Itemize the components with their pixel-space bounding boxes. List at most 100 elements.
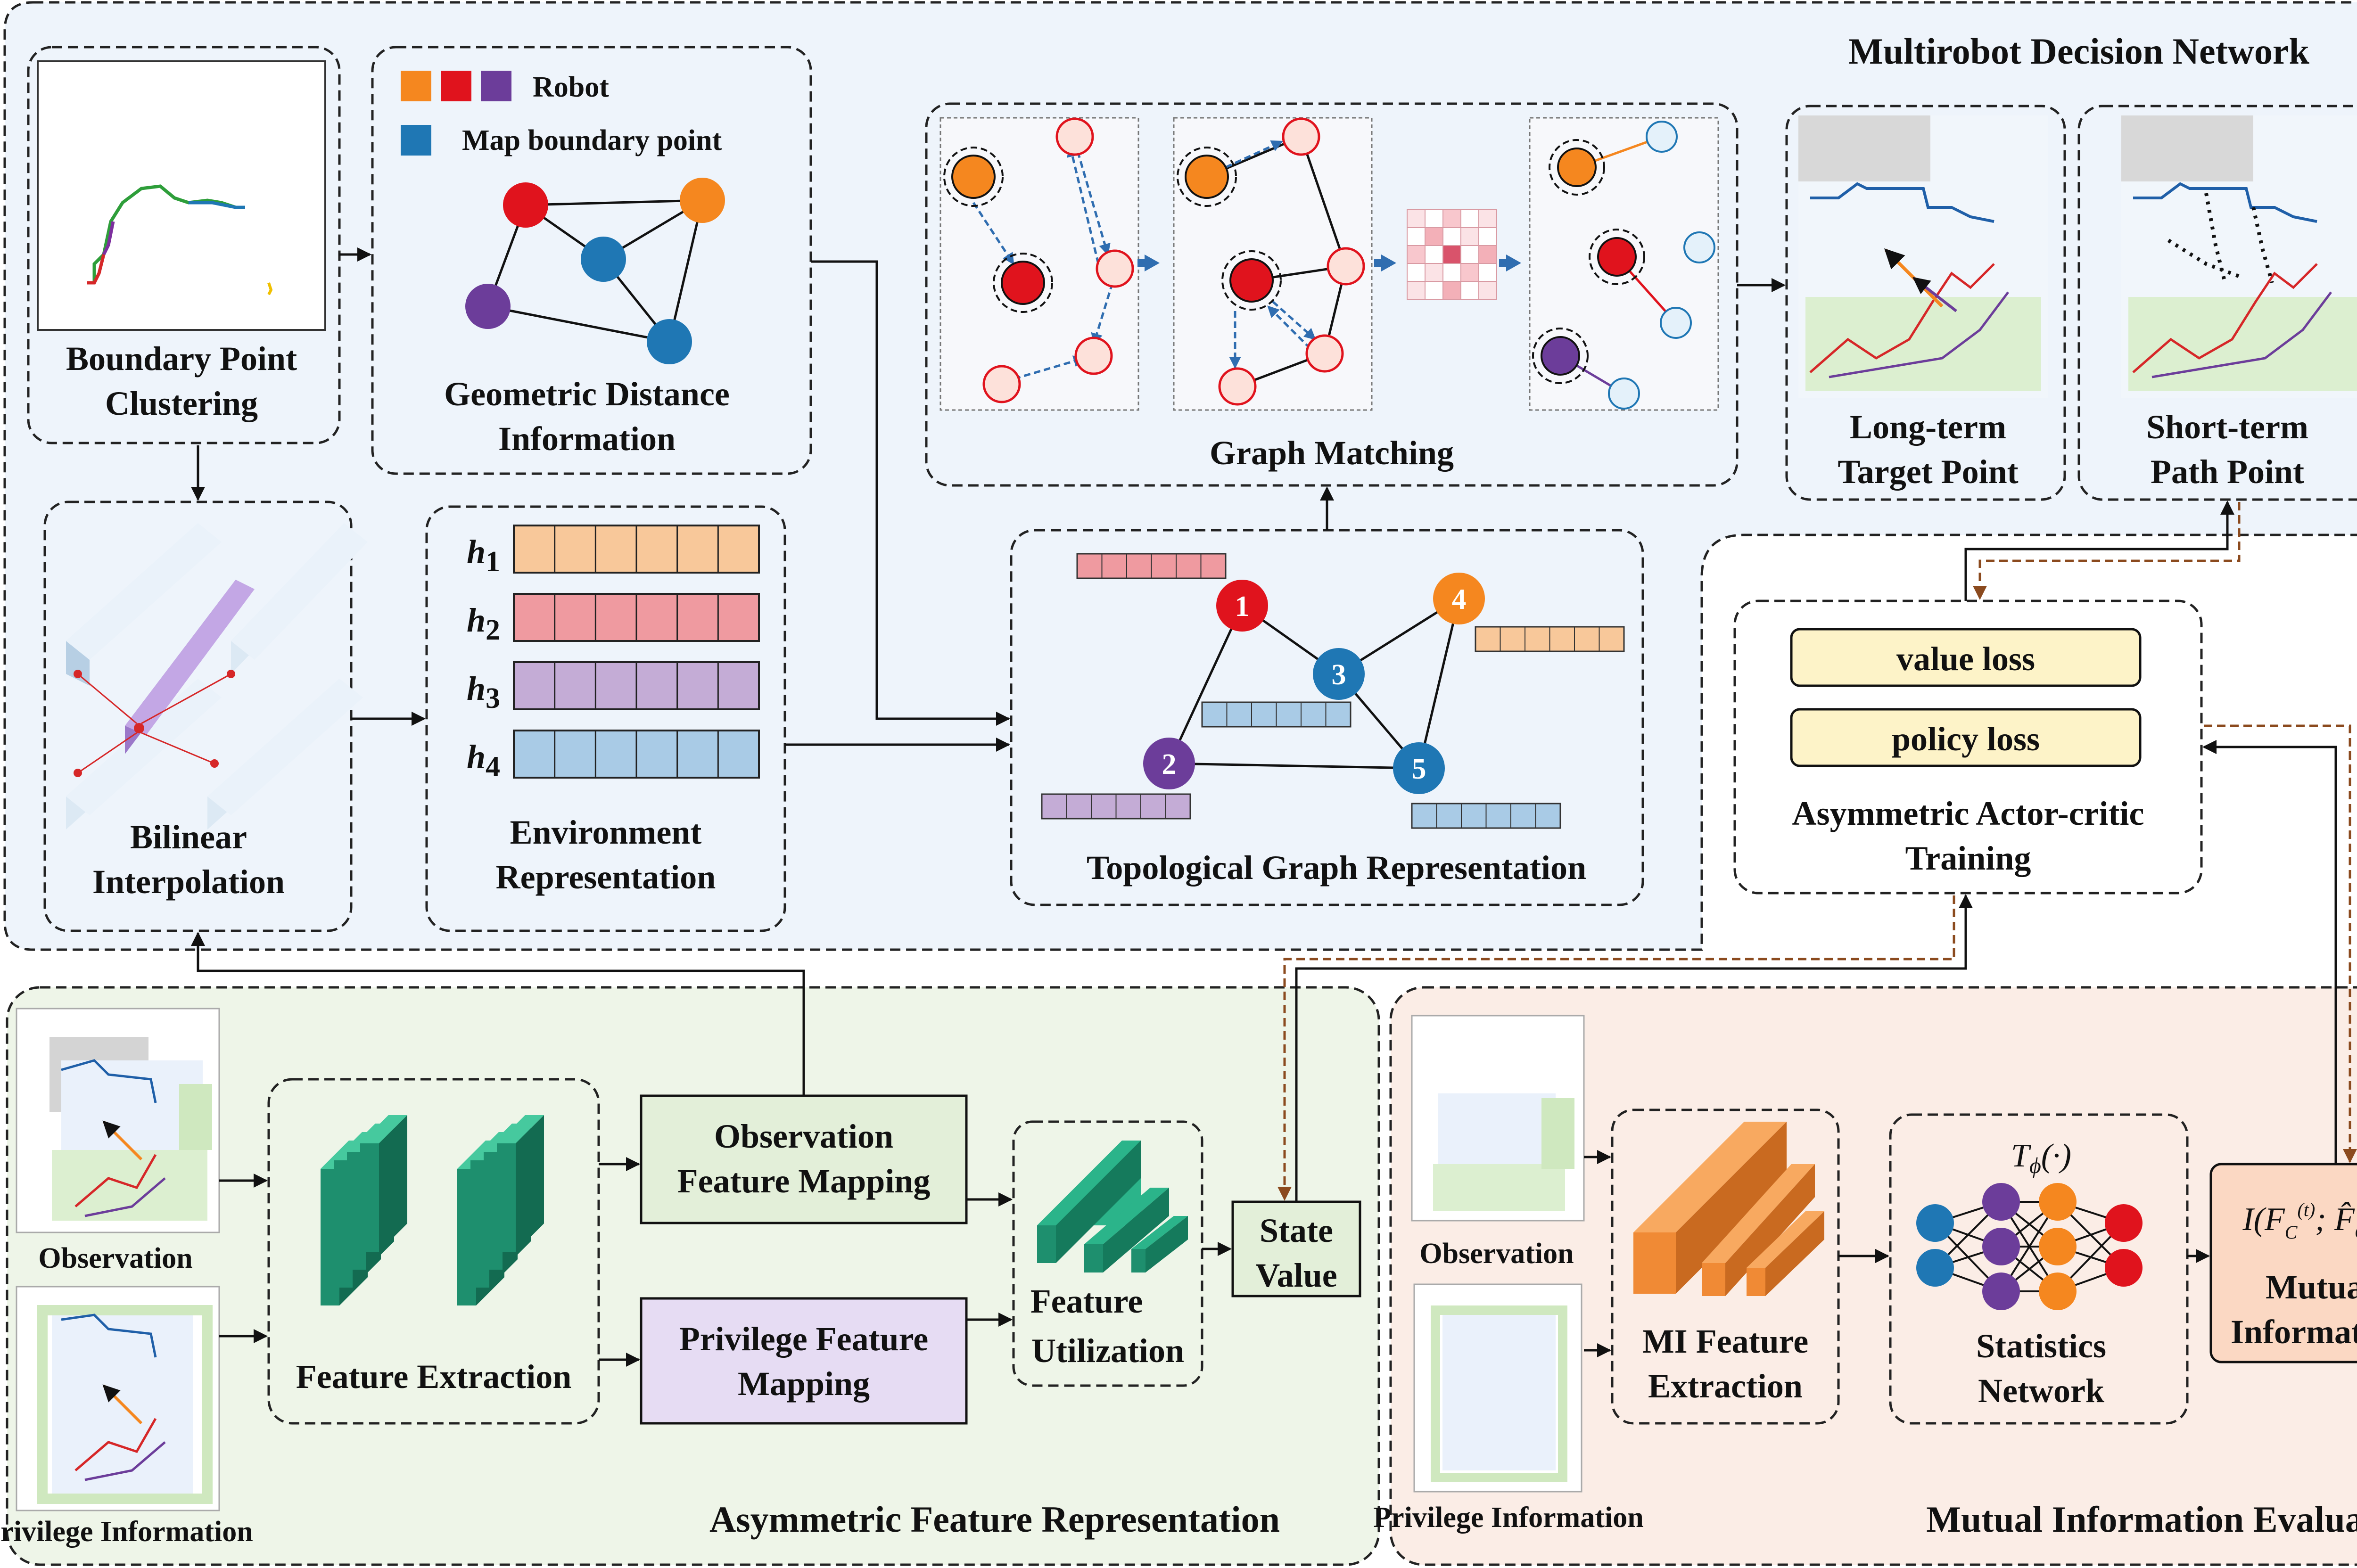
obs-mapping-label-1: Observation [714, 1117, 893, 1155]
feature-representation-section [6, 986, 1380, 1566]
nn-neuron-l1-1 [1916, 1204, 1954, 1242]
policy-loss-box [1790, 708, 2142, 767]
nn-neuron-l4-1 [2105, 1204, 2143, 1242]
state-value-label-2: Value [1255, 1256, 1337, 1294]
state-value-module: State Value [1231, 1200, 1361, 1297]
topo-feature-bar-2 [1475, 626, 1625, 652]
actor-critic-label-2: Training [1905, 839, 2031, 877]
embedding-h1-label: h [467, 533, 486, 571]
statistics-network-module: Tϕ(·) Statistics Network [1889, 1113, 2189, 1425]
short-term-label-2: Path Point [2151, 453, 2304, 491]
nn-neuron-l2-2 [1982, 1228, 2020, 1265]
topo-node-5-label: 5 [1412, 753, 1426, 785]
feature-representation-title: Asymmetric Feature Representation [709, 1499, 1280, 1540]
geo-node-orange [680, 178, 725, 223]
long-term-label-1: Long-term [1850, 408, 2006, 446]
boundary-clustering-module: Boundary Point Clustering [27, 46, 341, 444]
value-loss-label: value loss [1896, 640, 2035, 678]
matrix-cell [1478, 281, 1497, 300]
topo-node-2-label: 2 [1162, 748, 1177, 780]
geometric-distance-label-1: Geometric Distance [444, 375, 730, 413]
matrix-cell [1407, 263, 1426, 282]
environment-label-1: Environment [510, 813, 702, 851]
mutual-information-label-2: Information [2231, 1313, 2357, 1351]
long-term-module: Long-term Target Point [1785, 105, 2066, 501]
feature-extraction-module: Feature Extraction [267, 1078, 600, 1425]
environment-label-2: Representation [496, 858, 716, 896]
topo-node-4 [1433, 573, 1485, 624]
mutual-information-label-1: Mutual [2266, 1268, 2357, 1306]
flow-arrows [191, 247, 2357, 1367]
nn-neuron-l1-2 [1916, 1249, 1954, 1287]
topo-node-1 [1216, 580, 1268, 632]
embedding-h4-label: h [467, 738, 486, 776]
geo-node-purple [465, 284, 511, 329]
privilege-info-label: Privilege Information [0, 1516, 253, 1548]
nn-neuron-l2-1 [1982, 1183, 2020, 1221]
topo-feature-bar-1 [1076, 553, 1227, 579]
matrix-cell [1442, 263, 1461, 282]
feature-utilization-label-1: Feature [1030, 1282, 1143, 1320]
embedding-h4-sub: 4 [486, 751, 500, 783]
mi-evaluation-section [1389, 986, 2357, 1566]
priv-mapping-module: Privilege Feature Mapping [640, 1297, 968, 1425]
mi-privilege-input: Privilege Information [1373, 1283, 1644, 1534]
matrix-cell [1442, 281, 1461, 300]
embedding-bar-h4 [513, 730, 760, 779]
topo-node-3-label: 3 [1332, 659, 1346, 691]
nn-neuron-l3-1 [2039, 1183, 2077, 1221]
feature-extraction-block-2 [457, 1115, 544, 1305]
mi-privilege-label: Privilege Information [1373, 1502, 1643, 1534]
legend-robot-red [441, 71, 471, 101]
embedding-h3-label: h [467, 670, 486, 707]
bilinear-label-2: Interpolation [92, 863, 285, 901]
matrix-cell [1425, 281, 1443, 300]
mi-feature-extraction-module: MI Feature Extraction [1611, 1108, 1840, 1425]
topological-module: 1 2 3 4 5 Topological Graph Representati… [1010, 529, 1644, 906]
topo-node-5 [1393, 742, 1445, 794]
matrix-cell [1478, 263, 1497, 282]
nn-neuron-l3-2 [2039, 1228, 2077, 1265]
clustering-map-image [37, 60, 326, 331]
matrix-cell [1460, 209, 1479, 228]
state-value-label-1: State [1260, 1212, 1333, 1249]
obs-mapping-module: Observation Feature Mapping [640, 1094, 968, 1224]
short-term-module: Short-term Path Point [2077, 105, 2357, 501]
feature-utilization-label-2: Utilization [1031, 1332, 1184, 1370]
boundary-clustering-label-1: Boundary Point [66, 340, 297, 378]
mi-evaluation-title: Mutual Information Evaluation [1926, 1499, 2357, 1540]
boundary-clustering-label-2: Clustering [105, 385, 258, 422]
graph-matching-module: Graph Matching [925, 102, 1739, 487]
topo-node-1-label: 1 [1235, 591, 1250, 623]
graph-matching-label: Graph Matching [1210, 434, 1454, 472]
matrix-cell [1407, 227, 1426, 246]
observation-input: Observation [16, 1008, 220, 1274]
priv-mapping-label-2: Mapping [738, 1365, 870, 1403]
matrix-cell [1478, 227, 1497, 246]
matrix-cell [1407, 281, 1426, 300]
topological-label: Topological Graph Representation [1087, 849, 1586, 887]
obs-mapping-label-2: Feature Mapping [677, 1162, 931, 1200]
topo-node-4-label: 4 [1452, 583, 1467, 616]
embedding-h2-sub: 2 [486, 614, 500, 646]
geo-node-red [503, 182, 548, 228]
geo-node-blue-2 [647, 319, 692, 364]
embedding-h3-sub: 3 [486, 682, 500, 714]
legend-robot-label: Robot [533, 71, 609, 103]
bilinear-label-1: Bilinear [130, 818, 247, 856]
mi-observation-input: Observation [1411, 1015, 1585, 1270]
embedding-h2-label: h [467, 601, 486, 639]
matrix-cell [1460, 227, 1479, 246]
matrix-cell [1460, 263, 1479, 282]
statistics-network-label-2: Network [1978, 1372, 2104, 1410]
matching-matrix [1407, 209, 1497, 300]
embedding-bar-h3 [513, 661, 760, 710]
legend-boundary-blue [401, 125, 431, 156]
privilege-input: Privilege Information [0, 1286, 253, 1548]
matrix-cell [1425, 227, 1443, 246]
matrix-cell [1407, 209, 1426, 228]
nn-neuron-l2-3 [1982, 1272, 2020, 1310]
policy-loss-label: policy loss [1892, 720, 2040, 758]
topo-feature-bar-4 [1041, 793, 1191, 820]
matrix-cell [1425, 209, 1443, 228]
